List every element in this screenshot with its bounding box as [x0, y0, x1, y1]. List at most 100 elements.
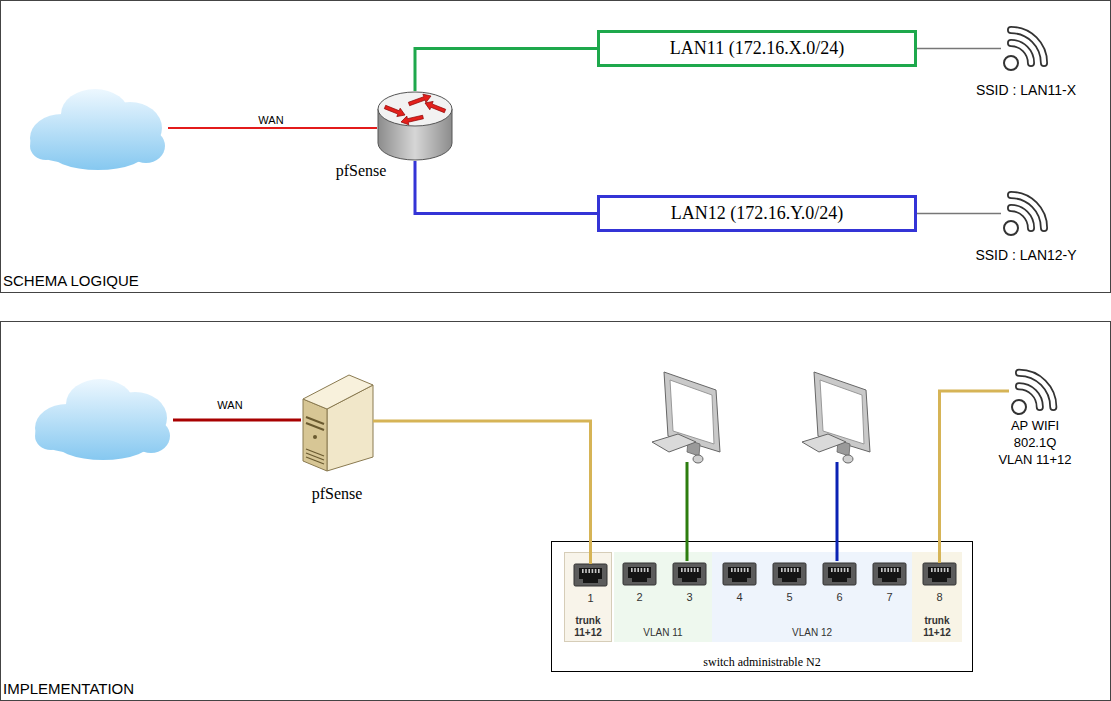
rj45-icon-part: [787, 568, 789, 572]
rj45-icon: [623, 563, 656, 585]
rj45-icon-part: [791, 568, 793, 572]
network-switch: switch administrable N2trunk 11+121VLAN …: [551, 541, 973, 672]
rj45-icon-part: [697, 568, 699, 572]
rj45-icon-part: [841, 568, 843, 572]
switch-port: 2: [623, 563, 656, 585]
router-icon-part: [425, 101, 446, 112]
rj45-icon-part: [794, 568, 796, 572]
server-icon-part: [306, 457, 324, 464]
cloud-part: [127, 129, 165, 163]
rj45-icon-part: [579, 568, 602, 583]
port-number: 3: [673, 591, 706, 604]
rj45-icon-part: [731, 568, 733, 572]
rj45-icon: [873, 563, 906, 585]
rj45-icon-part: [847, 568, 849, 572]
rj45-icon-part: [644, 568, 646, 572]
port-number: 6: [823, 591, 856, 604]
pc-cable: [836, 462, 839, 561]
rj45-icon-part: [778, 567, 801, 582]
server-node: pfSense: [301, 371, 373, 471]
network-link: [415, 161, 597, 214]
cloud-part: [30, 132, 62, 160]
wifi-ssid: SSID : LAN11-X: [1001, 23, 1051, 73]
rj45-icon-part: [828, 567, 851, 582]
rj45-icon-part: [831, 568, 833, 572]
link-label: WAN: [210, 399, 250, 412]
rj45-icon: [773, 563, 806, 585]
cloud-part: [35, 404, 99, 452]
rj45-icon-part: [684, 568, 686, 572]
network-link: [415, 49, 597, 92]
switch-port: 8: [923, 563, 956, 585]
rj45-icon-part: [894, 568, 896, 572]
wifi-icon-part: [1004, 221, 1018, 235]
rj45-icon-part: [781, 568, 783, 572]
wifi-icon: [1009, 365, 1061, 417]
rj45-icon: [723, 563, 756, 585]
server-icon-part: [303, 375, 373, 409]
rj45-icon-part: [678, 567, 701, 582]
ssid-label: SSID : LAN12-Y: [941, 246, 1111, 264]
rj45-icon-part: [582, 569, 584, 573]
band-label: trunk 11+12: [912, 615, 962, 639]
port-number: 4: [723, 591, 756, 604]
rj45-icon-part: [881, 568, 883, 572]
lan-label: LAN12 (172.16.Y.0/24): [600, 198, 914, 229]
rj45-icon-part: [628, 567, 651, 582]
diagram-panel: IMPLEMENTATION pfSense AP WIFI 802.1Q VLAN…: [0, 321, 1111, 701]
pc-symbol: [802, 372, 870, 463]
rj45-icon-part: [784, 568, 786, 572]
panel-title: IMPLEMENTATION: [3, 680, 134, 698]
rj45-icon-part: [873, 563, 906, 585]
cloud-part: [35, 422, 67, 450]
rj45-icon-part: [923, 563, 956, 585]
wifi-icon-part: [1004, 56, 1018, 70]
link-label: WAN: [251, 114, 291, 127]
rj45-icon-part: [887, 568, 889, 572]
port-band: trunk 11+121: [564, 552, 612, 642]
switch-label: switch administrable N2: [552, 655, 972, 669]
switch-port: 3: [673, 563, 706, 585]
switch-port: 6: [823, 563, 856, 585]
network-link: [917, 48, 1001, 50]
rj45-icon-part: [631, 568, 633, 572]
cloud-part: [103, 392, 167, 444]
rj45-icon: [923, 563, 956, 585]
server-icon-part: [313, 435, 317, 439]
cloud-symbol: [30, 89, 165, 170]
network-link: [373, 421, 591, 564]
rj45-icon-part: [598, 569, 600, 573]
port-band: VLAN 1123: [614, 552, 712, 642]
diagram-panel: SCHEMA LOGIQUE pfSense LAN11 (172.16.X.0/2…: [0, 0, 1111, 293]
rj45-icon-part: [844, 568, 846, 572]
rj45-icon-part: [884, 568, 886, 572]
cloud-part: [48, 130, 148, 170]
rj45-icon-part: [694, 568, 696, 572]
port-band: VLAN 124567: [712, 552, 912, 642]
router-node: pfSense: [377, 91, 453, 161]
port-band: trunk 11+12 8: [912, 552, 962, 642]
rj45-icon-part: [588, 569, 590, 573]
rj45-icon-part: [595, 569, 597, 573]
switch-port: 4: [723, 563, 756, 585]
cloud-part: [132, 419, 170, 453]
rj45-icon-part: [834, 568, 836, 572]
rj45-icon: [574, 564, 607, 586]
rj45-icon-part: [574, 564, 607, 586]
rj45-icon-part: [897, 568, 899, 572]
rj45-icon-part: [747, 568, 749, 572]
panel-title: SCHEMA LOGIQUE: [3, 272, 139, 290]
ap-label: AP WIFI 802.1Q VLAN 11+12: [996, 417, 1074, 468]
cloud-part: [53, 420, 153, 460]
rj45-icon-part: [937, 568, 939, 572]
lan-label: LAN11 (172.16.X.0/24): [600, 33, 914, 64]
rj45-icon-part: [641, 568, 643, 572]
router-icon: [377, 91, 453, 161]
rj45-icon-part: [878, 567, 901, 582]
pc-symbol: [652, 372, 720, 463]
cloud-part: [30, 114, 94, 162]
rj45-icon-part: [687, 568, 689, 572]
rj45-icon-part: [773, 563, 806, 585]
rj45-icon-part: [891, 568, 893, 572]
